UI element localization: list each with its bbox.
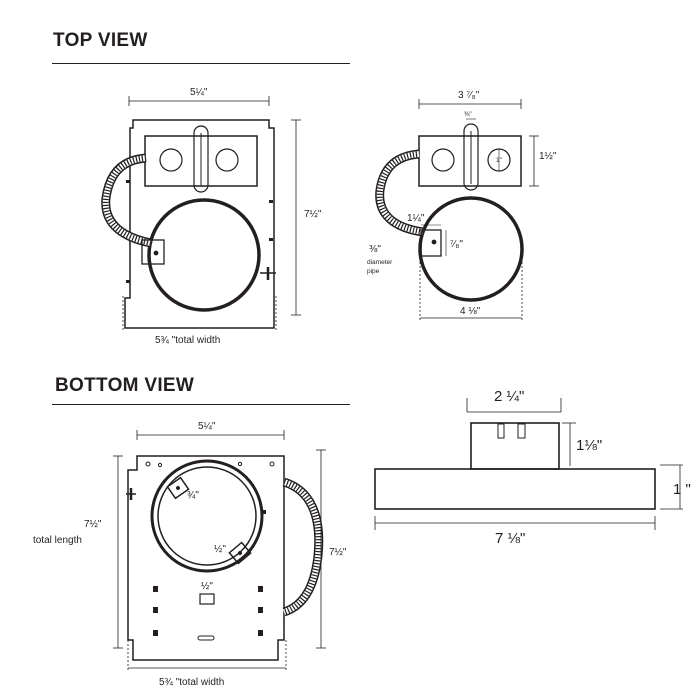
frame-notch-4 bbox=[126, 280, 130, 283]
plate-flex-conduit-outer bbox=[282, 477, 324, 617]
top-view-heading: TOP VIEW bbox=[53, 30, 148, 51]
flex-conduit-outer bbox=[101, 153, 152, 248]
small-knockout-left bbox=[431, 148, 455, 172]
frame-notch-3 bbox=[269, 238, 273, 241]
bottom-view-rule bbox=[52, 404, 350, 405]
knockout-right bbox=[215, 148, 239, 172]
clip-upper-label: ¾" bbox=[187, 490, 199, 501]
dim-width-top-label: 5¼" bbox=[190, 86, 208, 98]
side-view: 2 ¼" 1⅛" 1 " 7 ⅛" bbox=[374, 388, 691, 547]
small-box-strap bbox=[463, 123, 479, 191]
lamp-opening bbox=[147, 198, 261, 312]
pipe-line1-label: diameter bbox=[367, 259, 393, 266]
small-dim-width-top-label: 3 ⁷⁄₈" bbox=[458, 90, 480, 101]
side-dim-plate-height-label: 1 " bbox=[673, 481, 691, 498]
small-flex-conduit-coil bbox=[376, 151, 424, 235]
knockout-dim-label: 1" bbox=[496, 157, 503, 164]
knockout-left bbox=[159, 148, 183, 172]
top-view-large-frame: 5¼" 7½" 5¾ "total width bbox=[101, 86, 322, 346]
small-dim-bracket-height-label: ⁷⁄₈" bbox=[450, 239, 463, 250]
side-junction-box bbox=[470, 422, 560, 470]
pipe-line2-label: pipe bbox=[367, 268, 380, 275]
conduit-bracket bbox=[141, 239, 165, 265]
dim-total-width-label: 5¾ "total width bbox=[155, 335, 220, 346]
bottom-view-heading: BOTTOM VIEW bbox=[55, 375, 195, 396]
small-lamp-opening bbox=[418, 196, 524, 302]
plate-dim-length-label: total length bbox=[33, 535, 82, 546]
clip-upper bbox=[166, 476, 190, 500]
side-dim-box-height-label: 1⅛" bbox=[576, 437, 602, 454]
clip-lower-label: ½" bbox=[214, 544, 226, 555]
plate-outline bbox=[127, 455, 285, 661]
plate-flex-conduit-coil bbox=[282, 479, 322, 615]
top-view-small-housing: 1" 3 ⁷⁄₈" ⅜" 1½" 1¼" ⁷⁄₈" ⅜" diameter pi… bbox=[367, 90, 557, 322]
plate-dim-total-width-label: 5¾ "total width bbox=[159, 677, 224, 688]
plate-lamp-ring-outer bbox=[150, 459, 264, 573]
box-strap bbox=[193, 125, 209, 193]
pipe-size-label: ⅜" bbox=[369, 244, 381, 255]
clip-lower bbox=[228, 541, 252, 565]
large-frame-outline bbox=[124, 119, 275, 329]
plate-dim-height-right-label: 7½" bbox=[329, 547, 347, 558]
small-dim-bracket-width-label: 1¼" bbox=[407, 212, 425, 224]
small-conduit-bracket bbox=[420, 229, 442, 257]
plate-center-slot bbox=[199, 593, 215, 605]
small-junction-box bbox=[418, 135, 522, 187]
top-view-rule bbox=[52, 63, 350, 64]
frame-notch-2 bbox=[269, 200, 273, 203]
plate-dim-width-top-label: 5¼" bbox=[198, 420, 216, 432]
small-dim-width-bottom-label: 4 ⅛" bbox=[460, 306, 481, 317]
dim-height-label: 7½" bbox=[304, 209, 322, 220]
small-dim-slot-label: ⅜" bbox=[464, 111, 472, 118]
frame-notch-1 bbox=[126, 180, 130, 183]
plate-dim-length-value: 7½" bbox=[84, 519, 102, 530]
side-trim-plate bbox=[374, 468, 656, 510]
bracket-screw bbox=[153, 250, 159, 256]
plate-lamp-ring-inner bbox=[157, 466, 257, 566]
side-dim-box-width-label: 2 ¼" bbox=[494, 388, 524, 405]
side-dim-plate-width-label: 7 ⅛" bbox=[495, 530, 525, 547]
bottom-view-plate: ¾" ½" ½" 5¼" 7½" total length 7½" 5¾ "to… bbox=[33, 420, 347, 688]
flex-conduit-inner bbox=[102, 155, 152, 246]
plate-slot-label: ½" bbox=[201, 581, 213, 592]
small-dim-box-height-label: 1½" bbox=[539, 151, 557, 162]
